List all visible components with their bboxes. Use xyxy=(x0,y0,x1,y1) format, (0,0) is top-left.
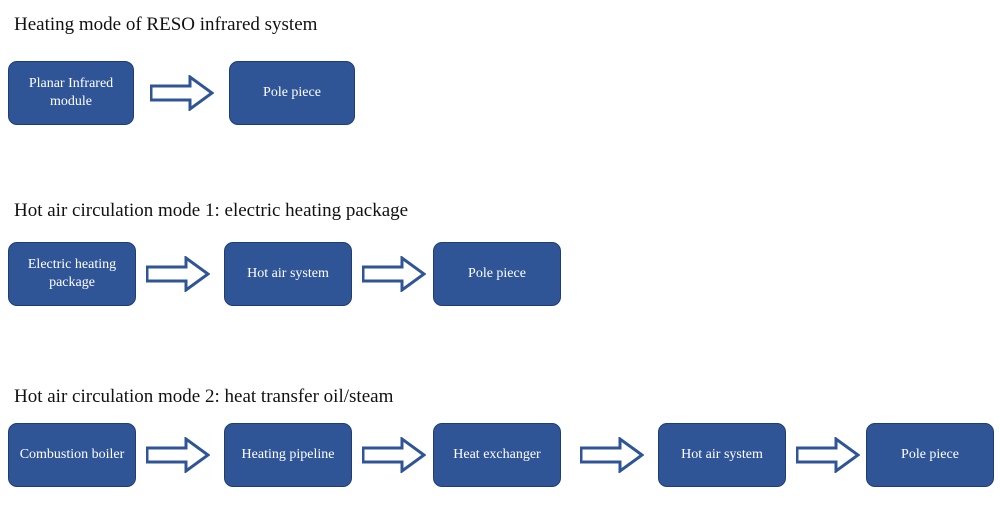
flow-arrow-icon xyxy=(146,256,210,292)
section-title-mode-1: Hot air circulation mode 1: electric hea… xyxy=(14,200,409,221)
node-pole-piece: Pole piece xyxy=(229,61,355,125)
flow-arrow-icon xyxy=(150,75,214,111)
node-combustion-boiler: Combustion boiler xyxy=(8,423,136,487)
node-electric-heating-package: Electric heating package xyxy=(8,242,136,306)
node-label: Heating pipeline xyxy=(241,446,335,462)
node-heating-pipeline: Heating pipeline xyxy=(224,423,352,487)
section-title-mode-2: Hot air circulation mode 2: heat transfe… xyxy=(14,386,394,407)
node-label: Electric heating package xyxy=(27,256,117,290)
section-title-reso-infrared: Heating mode of RESO infrared system xyxy=(14,14,318,35)
node-label: Hot air system xyxy=(247,265,329,281)
node-planar-infrared-module: Planar Infrared module xyxy=(8,61,134,125)
node-label: Heat exchanger xyxy=(453,446,541,462)
node-hot-air-system: Hot air system xyxy=(224,242,352,306)
flow-arrow-icon xyxy=(362,437,426,473)
node-label: Pole piece xyxy=(901,446,959,462)
flow-arrow-icon xyxy=(146,437,210,473)
node-label: Pole piece xyxy=(263,84,321,100)
node-label: Combustion boiler xyxy=(19,446,125,462)
node-label: Hot air system xyxy=(681,446,763,462)
node-label: Pole piece xyxy=(468,265,526,281)
flow-arrow-icon xyxy=(580,437,644,473)
node-hot-air-system: Hot air system xyxy=(658,423,786,487)
node-label: Planar Infrared module xyxy=(28,75,114,109)
node-pole-piece: Pole piece xyxy=(433,242,561,306)
node-pole-piece: Pole piece xyxy=(866,423,994,487)
flow-arrow-icon xyxy=(796,437,860,473)
node-heat-exchanger: Heat exchanger xyxy=(433,423,561,487)
flow-arrow-icon xyxy=(362,256,426,292)
